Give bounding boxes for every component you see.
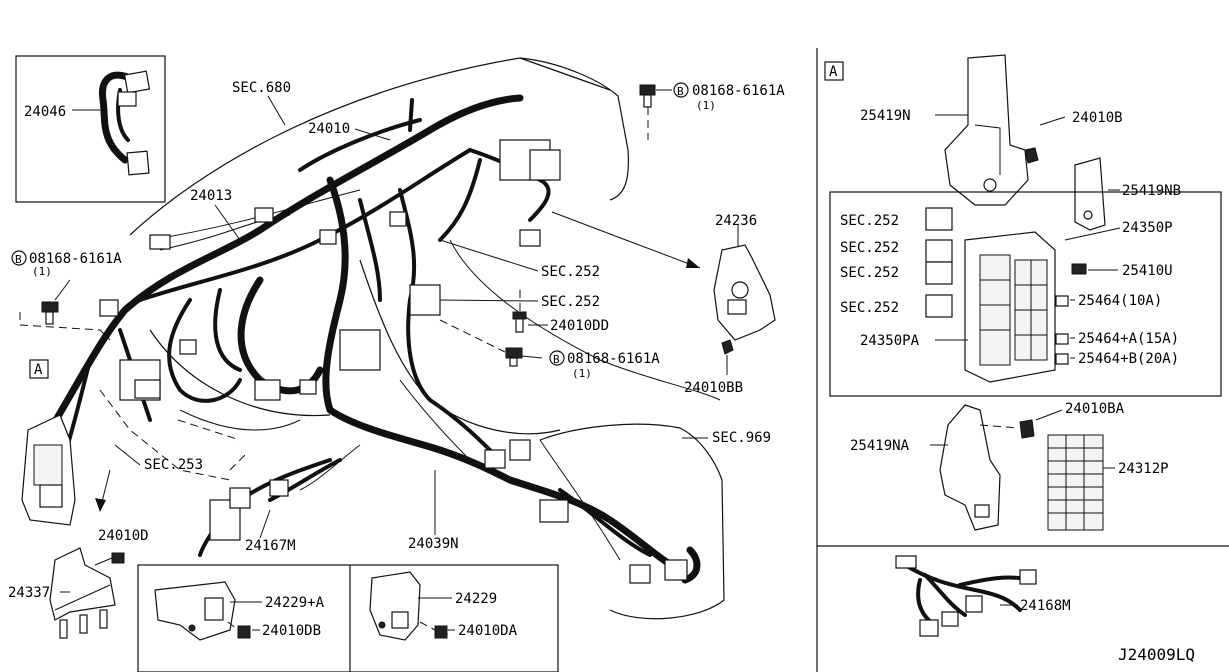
bolt-left-b: B <box>15 253 22 266</box>
bottom-boxes: 24229+A 24010DB 24229 24010DA <box>137 564 559 672</box>
label-24046: 24046 <box>24 104 66 120</box>
label-sec-680: SEC.680 <box>232 80 291 96</box>
label-24010BB: 24010BB <box>684 380 743 396</box>
bolt-top-b: B <box>677 85 684 98</box>
label-25464b-20a: 25464+B(20A) <box>1078 351 1179 367</box>
label-sec-252-r3: SEC.252 <box>840 265 899 281</box>
label-24010: 24010 <box>308 121 350 137</box>
label-24010D: 24010D <box>98 528 149 544</box>
bolt-mid-part: 08168-6161A <box>567 351 660 367</box>
marker-a-panel: A <box>829 64 838 80</box>
inset-24046: 24046 <box>15 55 166 203</box>
diagram-code: J24009LQ <box>1118 645 1195 664</box>
label-24010BA: 24010BA <box>1065 401 1125 417</box>
bolt-top-part: 08168-6161A <box>692 83 785 99</box>
label-25410U: 25410U <box>1122 263 1173 279</box>
label-25464-10a: 25464(10A) <box>1078 293 1162 309</box>
label-sec-253: SEC.253 <box>144 457 203 473</box>
bolt-left-part: 08168-6161A <box>29 251 122 267</box>
label-sec-252-r4: SEC.252 <box>840 300 899 316</box>
dashboard-outline <box>99 57 725 620</box>
label-24010DA: 24010DA <box>458 623 518 639</box>
label-sec-969: SEC.969 <box>712 430 771 446</box>
label-24350P: 24350P <box>1122 220 1173 236</box>
panel-dividers <box>816 48 1229 672</box>
label-24312P: 24312P <box>1118 461 1169 477</box>
label-24010DD: 24010DD <box>550 318 609 334</box>
label-sec-252-a: SEC.252 <box>541 264 600 280</box>
label-25464a-15a: 25464+A(15A) <box>1078 331 1179 347</box>
label-24010DB: 24010DB <box>262 623 321 639</box>
label-sec-252-b: SEC.252 <box>541 294 600 310</box>
bracket-24236: 24236 24010BB <box>684 213 776 396</box>
bolt-left-qty: (1) <box>32 265 52 278</box>
label-24229-plus-a: 24229+A <box>265 595 325 611</box>
bolt-mid: B 08168-6161A (1) <box>439 319 660 380</box>
main-labels: SEC.680 24010 24013 B 08168-6161A (1) B … <box>8 80 785 639</box>
main-harness <box>21 94 701 584</box>
label-24350PA: 24350PA <box>860 333 920 349</box>
bracket-24337: 24337 <box>8 547 116 639</box>
label-25419N: 25419N <box>860 108 911 124</box>
right-panel: A 25419N 24010B 25419NB 24350P SEC.252 S… <box>824 54 1222 637</box>
bolt-left: B 08168-6161A (1) <box>11 250 122 341</box>
label-25419NA: 25419NA <box>850 438 910 454</box>
label-sec-252-r1: SEC.252 <box>840 213 899 229</box>
bolt-top-qty: (1) <box>696 99 716 112</box>
label-24229: 24229 <box>455 591 497 607</box>
label-24010B: 24010B <box>1072 110 1123 126</box>
label-24039N: 24039N <box>408 536 459 552</box>
bolt-mid-b: B <box>553 353 560 366</box>
marker-a-main: A <box>34 362 43 378</box>
bolt-top: B 08168-6161A (1) <box>639 82 785 140</box>
bolt-mid-qty: (1) <box>572 367 592 380</box>
label-sec-252-r2: SEC.252 <box>840 240 899 256</box>
label-24168M: 24168M <box>1020 598 1071 614</box>
label-25419NB: 25419NB <box>1122 183 1181 199</box>
label-24167M: 24167M <box>245 538 296 554</box>
label-24013: 24013 <box>190 188 232 204</box>
label-24337: 24337 <box>8 585 50 601</box>
label-24236: 24236 <box>715 213 757 229</box>
